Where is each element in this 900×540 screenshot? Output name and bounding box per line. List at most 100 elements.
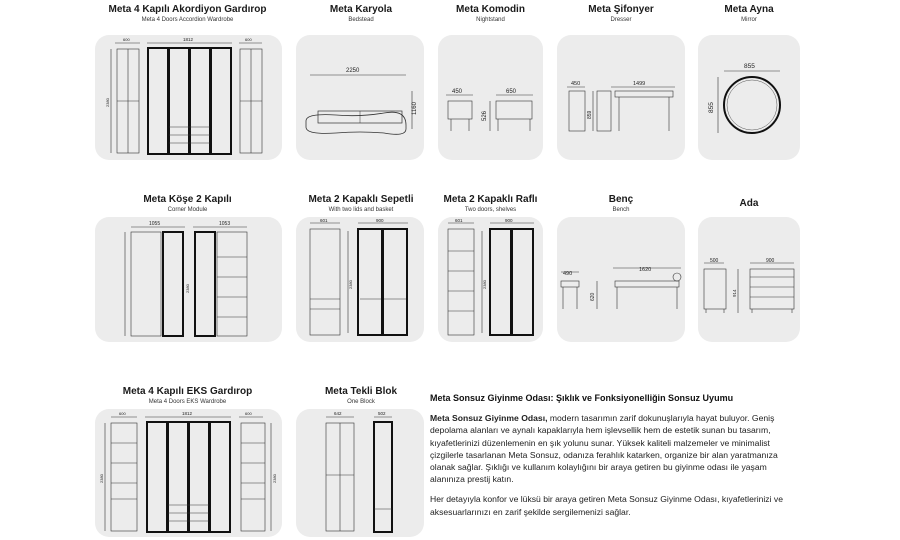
item-title: Meta Şifonyer [588, 4, 654, 15]
item-dresser: Meta Şifonyer Dresser [557, 4, 685, 24]
dim-height: 855 [708, 102, 715, 113]
dim-depth: 500 [710, 258, 719, 264]
dim-right: 502 [378, 411, 386, 416]
dim-left: 600 [123, 37, 130, 42]
card-mirror: 855 855 [698, 35, 800, 160]
item-title: Meta 4 Kapılı Akordiyon Gardırop [108, 4, 267, 15]
item-nightstand: Meta Komodin Nightstand [438, 4, 543, 24]
description-paragraph-1-text: modern tasarımın zarif dokunuşlarıyla ha… [430, 413, 778, 485]
item-subtitle: Bedstead [348, 17, 374, 23]
dim-height: 620 [590, 292, 596, 301]
dresser-drawing: 450 1499 859 [567, 81, 675, 132]
dim-left: 1055 [149, 221, 160, 227]
dim-right: 600 [245, 411, 252, 416]
dim-width: 1499 [633, 81, 645, 87]
dim-center: 1812 [183, 37, 194, 42]
island-drawing: 500 900 914 [703, 258, 795, 313]
bench-drawing: 490 1620 620 [560, 267, 682, 309]
item-subtitle: Nightstand [476, 17, 505, 23]
card-island: 500 900 914 [698, 217, 800, 342]
card-bedstead: 2250 1160 [296, 35, 424, 160]
item-title: Benç [608, 194, 634, 205]
card-basket-module: 601 900 2380 [296, 217, 424, 342]
dim-width: 855 [744, 63, 755, 70]
dim-height: 526 [482, 110, 488, 121]
eks-wardrobe-drawing: 600 1812 600 2380 2380 [99, 411, 277, 533]
item-title: Meta 4 Kapılı EKS Gardırop [122, 386, 253, 397]
dim-height-right: 2380 [272, 473, 277, 483]
card-corner-module: 1055 1053 2380 [95, 217, 282, 342]
dim-left: 601 [455, 218, 463, 223]
dim-height: 2380 [348, 279, 353, 289]
dim-height: 914 [732, 289, 737, 297]
description-paragraph-1: Meta Sonsuz Giyinme Odası, modern tasarı… [430, 412, 800, 485]
item-title: Meta 2 Kapaklı Raflı [443, 194, 538, 205]
item-eks-wardrobe: Meta 4 Kapılı EKS Gardırop Meta 4 Doors … [95, 386, 280, 406]
dim-left: 601 [320, 218, 328, 223]
item-title: Meta 2 Kapaklı Sepetli [308, 194, 414, 205]
dim-height: 1160 [412, 101, 418, 115]
basket-module-drawing: 601 900 2380 [309, 218, 408, 336]
item-accordion-wardrobe: Meta 4 Kapılı Akordiyon Gardırop Meta 4 … [95, 4, 280, 24]
item-subtitle: Dresser [610, 17, 632, 23]
dim-left: 600 [119, 411, 126, 416]
description-block: Meta Sonsuz Giyinme Odası: Şıklık ve Fon… [430, 392, 800, 526]
item-subtitle: With two lids and basket [328, 207, 394, 213]
dim-depth: 450 [571, 81, 580, 87]
mirror-drawing: 855 855 [708, 63, 781, 134]
item-title: Meta Ayna [724, 4, 774, 15]
description-lead: Meta Sonsuz Giyinme Odası, [430, 413, 548, 424]
dim-height: 2380 [482, 279, 487, 289]
item-subtitle: Meta 4 Doors EKS Wardrobe [148, 399, 227, 405]
one-block-drawing: 642 502 [325, 411, 393, 533]
item-shelf-module: Meta 2 Kapaklı Raflı Two doors, shelves [438, 194, 543, 214]
dim-left: 642 [334, 411, 342, 416]
item-bench: Benç Bench [557, 194, 685, 214]
dim-length: 1620 [639, 267, 651, 273]
dim-right: 900 [505, 218, 513, 223]
item-basket-module: Meta 2 Kapaklı Sepetli With two lids and… [296, 194, 426, 214]
corner-module-drawing: 1055 1053 2380 [124, 221, 248, 337]
dim-height-left: 2380 [99, 473, 104, 483]
accordion-wardrobe-drawing: 600 1812 600 2380 [105, 37, 263, 155]
item-corner-module: Meta Köşe 2 Kapılı Corner Module [95, 194, 280, 214]
item-title: Meta Komodin [456, 4, 525, 15]
item-title: Ada [739, 198, 759, 209]
bedstead-drawing: 2250 1160 [305, 68, 418, 135]
dim-width: 2250 [346, 68, 360, 74]
dim-width: 650 [506, 89, 517, 95]
item-subtitle: Corner Module [167, 207, 208, 213]
card-dresser: 450 1499 859 [557, 35, 685, 160]
item-island: Ada [698, 198, 800, 210]
item-title: Meta Karyola [329, 4, 393, 15]
dim-height: 2380 [185, 283, 190, 293]
dim-depth: 450 [452, 89, 463, 95]
item-title: Meta Köşe 2 Kapılı [143, 194, 232, 205]
item-subtitle: Mirror [741, 17, 757, 23]
card-eks-wardrobe: 600 1812 600 2380 2380 [95, 409, 282, 537]
dim-right: 900 [376, 218, 384, 223]
dim-height: 2380 [105, 97, 110, 107]
item-title: Meta Tekli Blok [324, 386, 398, 397]
nightstand-drawing: 450 650 526 [446, 89, 533, 131]
dim-right: 1053 [219, 221, 230, 227]
dim-right: 600 [245, 37, 252, 42]
description-paragraph-2: Her detayıyla konfor ve lüksü bir araya … [430, 494, 783, 517]
card-nightstand: 450 650 526 [438, 35, 543, 160]
dim-width: 900 [766, 258, 775, 264]
card-bench: 490 1620 620 [557, 217, 685, 342]
dim-height: 859 [587, 110, 593, 119]
item-subtitle: One Block [347, 399, 375, 405]
card-one-block: 642 502 [296, 409, 424, 537]
card-shelf-module: 601 900 2380 [438, 217, 543, 342]
card-accordion-wardrobe: 600 1812 600 2380 [95, 35, 282, 160]
shelf-module-drawing: 601 900 2380 [447, 218, 534, 336]
description-heading: Meta Sonsuz Giyinme Odası: Şıklık ve Fon… [430, 393, 734, 403]
dim-depth: 490 [563, 271, 572, 277]
item-subtitle: Two doors, shelves [464, 207, 517, 213]
dim-center: 1812 [182, 411, 193, 416]
item-one-block: Meta Tekli Blok One Block [296, 386, 426, 406]
item-mirror: Meta Ayna Mirror [698, 4, 800, 24]
item-bedstead: Meta Karyola Bedstead [296, 4, 426, 24]
item-subtitle: Bench [612, 207, 630, 213]
